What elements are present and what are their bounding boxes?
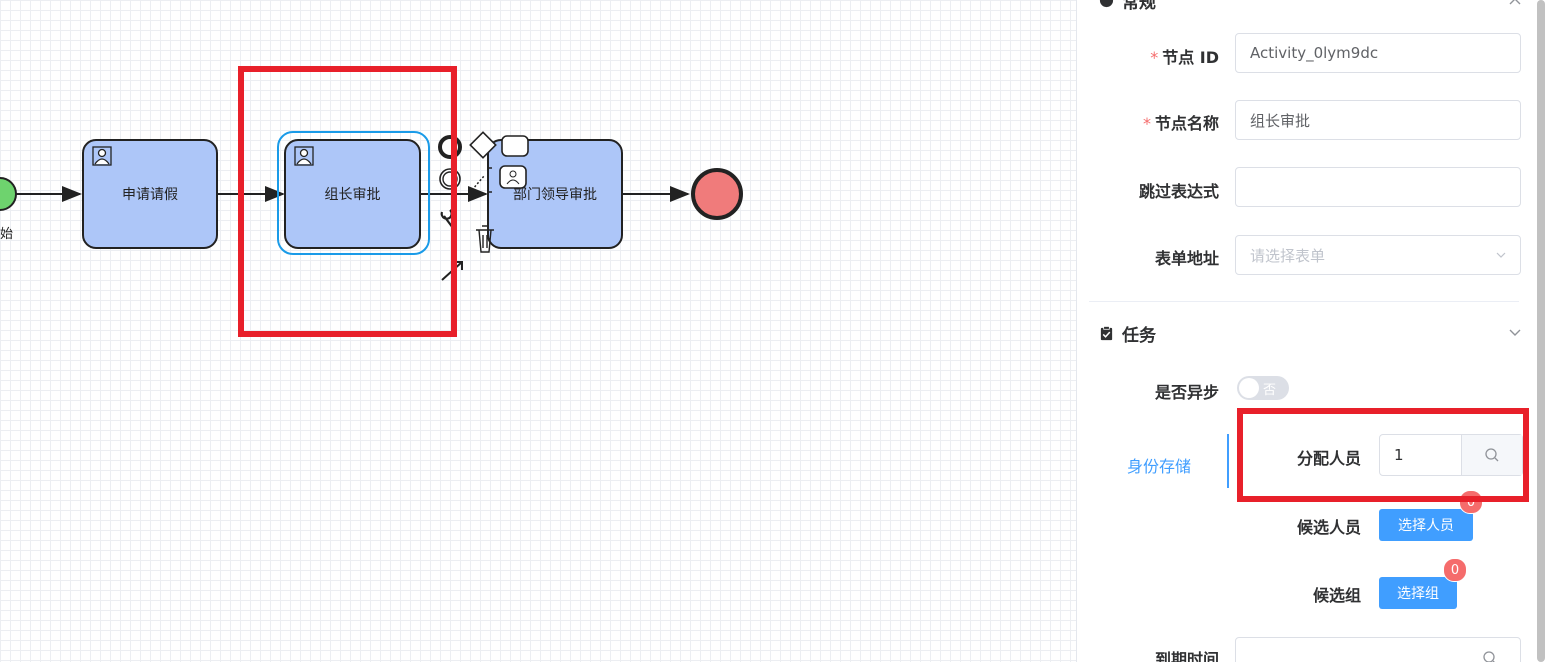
properties-panel: 常规 *节点 ID Activity_0lym9dc *节点名称 组长审批 跳过… (1076, 0, 1558, 662)
active-tab-indicator (1227, 434, 1229, 488)
node-id-input[interactable]: Activity_0lym9dc (1235, 33, 1521, 73)
chevron-down-icon (1496, 252, 1506, 258)
form-address-select[interactable]: 请选择表单 (1235, 235, 1521, 275)
chevron-up-icon[interactable] (1509, 0, 1521, 8)
candidate-groups-label: 候选组 (1312, 586, 1361, 605)
user-icon (294, 146, 314, 166)
panel-scrollbar[interactable] (1537, 0, 1545, 662)
append-text-annotation-icon (471, 175, 485, 191)
candidate-users-label: 候选人员 (1296, 518, 1361, 537)
task-leader-approval[interactable]: 组长审批 (284, 139, 421, 249)
candidate-users-count-badge: 0 (1459, 490, 1483, 514)
info-icon (1099, 0, 1114, 8)
node-id-label: *节点 ID (1150, 48, 1219, 67)
task-apply-leave[interactable]: 申请请假 (82, 139, 218, 249)
async-label: 是否异步 (1154, 383, 1219, 402)
due-date-input[interactable] (1235, 637, 1521, 662)
due-date-label: 到期时间 (1154, 650, 1219, 662)
assignee-search-button[interactable] (1461, 435, 1522, 475)
node-name-input[interactable]: 组长审批 (1235, 100, 1521, 140)
select-users-button[interactable]: 选择人员 (1379, 509, 1473, 541)
delete-icon (476, 225, 494, 253)
tab-identity-storage[interactable]: 身份存储 (1127, 457, 1192, 476)
search-icon (1483, 651, 1495, 662)
toggle-knob (1239, 378, 1259, 398)
section-task-header[interactable]: 任务 (1099, 321, 1156, 346)
skip-expression-label: 跳过表达式 (1138, 182, 1219, 201)
diagram-connections (0, 168, 743, 220)
node-name-label: *节点名称 (1142, 114, 1219, 133)
section-general-header[interactable]: 常规 (1099, 0, 1156, 13)
assignee-input[interactable]: 1 (1379, 434, 1523, 476)
section-divider (1089, 301, 1519, 302)
select-groups-button[interactable]: 选择组 (1379, 577, 1457, 609)
task-dept-approval[interactable]: 部门领导审批 (487, 139, 623, 249)
async-toggle[interactable]: 否 (1237, 376, 1289, 400)
task-label: 组长审批 (324, 187, 381, 203)
append-gateway-icon (469, 131, 497, 159)
chevron-down-icon[interactable] (1509, 326, 1521, 338)
end-event (691, 168, 743, 220)
search-icon (1485, 448, 1499, 462)
task-label: 部门领导审批 (513, 187, 597, 203)
append-task-icon (501, 135, 529, 157)
user-icon (92, 146, 112, 166)
start-event (0, 177, 17, 211)
context-pad (438, 131, 529, 281)
selection-outline (277, 131, 430, 255)
assignee-label: 分配人员 (1296, 449, 1361, 468)
highlight-box-assignee (1237, 408, 1529, 502)
bpmn-canvas[interactable]: 始 申请请假 组长审批 部门领导审批 (0, 0, 1076, 662)
start-event-label: 始 (0, 227, 14, 242)
form-address-label: 表单地址 (1154, 249, 1219, 268)
task-label: 申请请假 (122, 187, 178, 203)
skip-expression-input[interactable] (1235, 167, 1521, 207)
clipboard-check-icon (1100, 326, 1113, 341)
highlight-box-task (238, 66, 457, 337)
candidate-groups-count-badge: 0 (1443, 558, 1467, 582)
